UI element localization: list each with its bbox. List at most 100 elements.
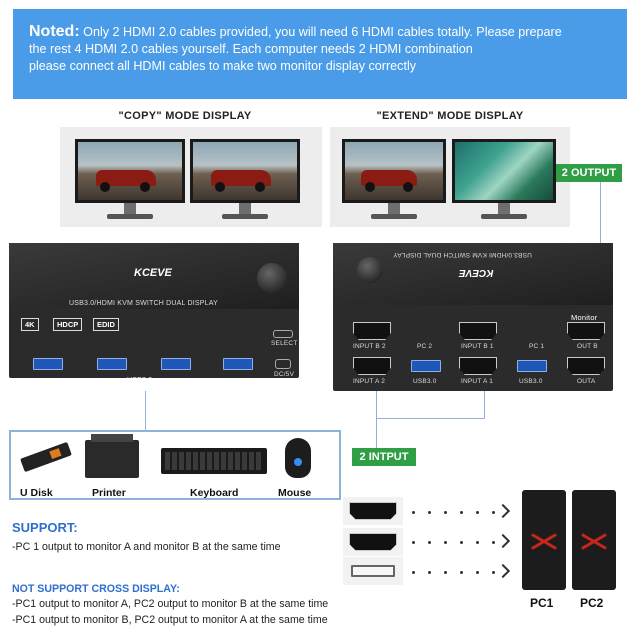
dot: [428, 571, 431, 574]
copy-monitor-b: [190, 139, 300, 221]
dot: [412, 541, 415, 544]
dot: [428, 541, 431, 544]
badge-4k: 4K: [21, 318, 39, 331]
front-brand-logo: KCEVE: [134, 267, 172, 279]
kvm-back-panel: KCEVE USB3.0/HDMI KVM SWITCH DUAL DISPLA…: [333, 243, 613, 391]
back-usb-port-2: [411, 360, 441, 372]
output-connector-line: [600, 182, 601, 294]
back-brand-logo: KCEVE: [459, 267, 494, 278]
not-support-heading: NOT SUPPORT CROSS DISPLAY:: [12, 583, 180, 595]
dot: [412, 511, 415, 514]
select-label: SELECT: [271, 340, 298, 347]
dot: [460, 541, 463, 544]
usb-connector-line: [145, 391, 146, 431]
two-input-label: 2 INTPUT: [352, 448, 416, 466]
back-switch-knob[interactable]: [357, 257, 383, 283]
badge-edid: EDID: [93, 318, 119, 331]
notice-lead: Noted:: [29, 23, 80, 40]
input-line-join: [376, 418, 485, 419]
copy-mode-panel: [60, 127, 322, 227]
support-line: -PC 1 output to monitor A and monitor B …: [12, 541, 281, 553]
notice-banner: Noted: Only 2 HDMI 2.0 cables provided, …: [13, 9, 627, 99]
front-switch-knob[interactable]: [257, 263, 287, 293]
printer-image: [85, 434, 139, 478]
dot: [444, 511, 447, 514]
peripheral-label-mouse: Mouse: [278, 487, 312, 499]
front-model-text: USB3.0/HDMI KVM SWITCH DUAL DISPLAY: [69, 300, 218, 307]
copy-mode-title: "COPY" MODE DISPLAY: [118, 110, 252, 122]
back-usb-port-1: [517, 360, 547, 372]
select-button[interactable]: [273, 330, 293, 338]
front-usb-port-4: [223, 358, 253, 370]
hdmi-input-a2: [353, 357, 391, 375]
outb-label: OUT B: [577, 343, 598, 350]
hdmi-cable-2: [343, 528, 403, 556]
dot: [428, 511, 431, 514]
back-model-text: USB3.0/HDMI KVM SWITCH DUAL DISPLAY: [393, 251, 532, 258]
input-line-pc2: [376, 391, 377, 418]
input-b1-label: INPUT B 1: [461, 343, 494, 350]
dot: [492, 541, 495, 544]
kvm-front-panel: KCEVE USB3.0/HDMI KVM SWITCH DUAL DISPLA…: [9, 243, 299, 384]
dot: [476, 511, 479, 514]
pc2-label: PC 2: [417, 343, 433, 350]
input-line-pc1: [484, 391, 485, 418]
front-usb-port-1: [33, 358, 63, 370]
hdmi-out-a: [567, 357, 605, 375]
arrow-head-icon: [495, 563, 511, 579]
two-output-label: 2 OUTPUT: [556, 164, 622, 182]
front-usb-label: USB3.0: [127, 377, 153, 384]
notice-line-2: the rest 4 HDMI 2.0 cables yourself. Eac…: [29, 42, 473, 56]
peripheral-label-keyboard: Keyboard: [190, 487, 239, 499]
notice-line-1: Only 2 HDMI 2.0 cables provided, you wil…: [83, 25, 562, 39]
power-port: [275, 359, 291, 369]
extend-monitor-b: [452, 139, 556, 221]
dot: [460, 511, 463, 514]
not-support-line-2: -PC1 output to monitor B, PC2 output to …: [12, 614, 328, 626]
mouse-image: [285, 438, 311, 478]
keyboard-image: [161, 448, 267, 474]
pc1-tower: [522, 490, 566, 590]
usb-cable: [343, 557, 403, 585]
copy-monitor-a: [75, 139, 185, 221]
dot: [492, 571, 495, 574]
hdmi-cable-1: [343, 497, 403, 525]
input-b2-label: INPUT B 2: [353, 343, 386, 350]
outa-label: OUTA: [577, 378, 596, 385]
notice-line-3: please connect all HDMI cables to make t…: [29, 59, 417, 73]
badge-hdcp: HDCP: [53, 318, 83, 331]
hdmi-input-a1: [459, 357, 497, 375]
dot: [492, 511, 495, 514]
arrow-head-icon: [495, 503, 511, 519]
pc1-label: PC 1: [529, 343, 545, 350]
input-a2-label: INPUT A 2: [353, 378, 386, 385]
dot: [412, 571, 415, 574]
front-usb-port-3: [161, 358, 191, 370]
dot: [460, 571, 463, 574]
input-a1-label: INPUT A 1: [461, 378, 494, 385]
dot: [444, 571, 447, 574]
not-support-line-1: -PC1 output to monitor A, PC2 output to …: [12, 598, 329, 610]
back-usb-label-1: USB3.0: [519, 378, 543, 385]
peripherals-panel: [9, 430, 341, 500]
pc2-tower: [572, 490, 616, 590]
peripheral-label-udisk: U Disk: [20, 487, 53, 499]
back-usb-label-2: USB3.0: [413, 378, 437, 385]
front-usb-port-2: [97, 358, 127, 370]
monitor-label: Monitor: [571, 313, 598, 322]
pc2-label-bottom: PC2: [580, 596, 604, 610]
arrow-head-icon: [495, 533, 511, 549]
u-disk-image: [20, 441, 72, 473]
hdmi-out-b: [567, 322, 605, 340]
dot: [444, 541, 447, 544]
peripheral-label-printer: Printer: [92, 487, 126, 499]
input-line-down: [376, 418, 377, 448]
hdmi-input-b1: [459, 322, 497, 340]
dot: [476, 571, 479, 574]
extend-mode-title: "EXTEND" MODE DISPLAY: [376, 110, 524, 122]
extend-monitor-a: [342, 139, 446, 221]
power-label: DC/5V: [274, 371, 295, 378]
extend-mode-panel: [330, 127, 570, 227]
support-heading: SUPPORT:: [12, 520, 78, 535]
dot: [476, 541, 479, 544]
